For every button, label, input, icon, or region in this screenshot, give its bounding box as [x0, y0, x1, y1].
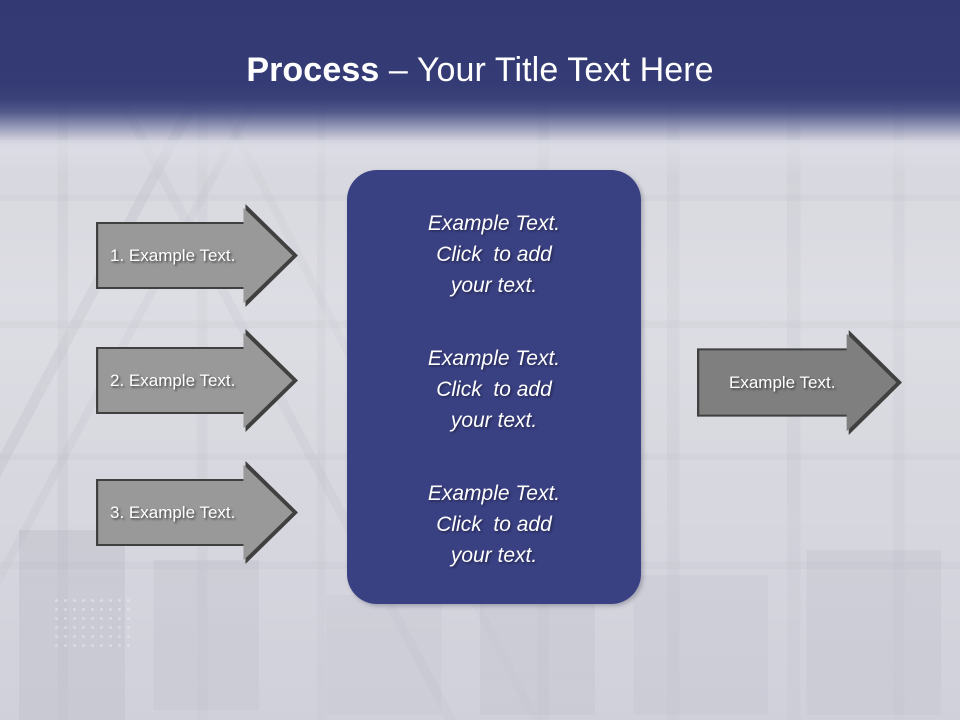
- center-panel-block-3[interactable]: Example Text. Click to add your text.: [347, 478, 641, 571]
- center-panel-block-3-line-3: your text.: [450, 544, 538, 567]
- step-arrow-1-label: 1. Example Text.: [110, 246, 236, 265]
- center-panel-block-3-line-2: Click to add: [436, 513, 552, 536]
- step-arrow-2[interactable]: 2. Example Text.: [96, 329, 298, 432]
- center-panel-block-1[interactable]: Example Text. Click to add your text.: [347, 208, 641, 301]
- page-title-rest: – Your Title Text Here: [379, 51, 714, 89]
- center-panel-block-2-line-2: Click to add: [436, 378, 552, 401]
- outcome-arrow[interactable]: Example Text.: [697, 330, 902, 435]
- center-panel-block-1-line-1: Example Text.: [427, 212, 561, 235]
- page-title-emphasis: Process: [246, 51, 380, 89]
- center-panel-block-3-line-1: Example Text.: [427, 482, 561, 505]
- step-arrow-2-label: 2. Example Text.: [110, 371, 236, 390]
- center-panel-block-1-line-2: Click to add: [436, 243, 552, 266]
- step-arrow-3-label: 3. Example Text.: [110, 503, 236, 522]
- step-arrow-1[interactable]: 1. Example Text.: [96, 204, 298, 307]
- center-panel-block-2[interactable]: Example Text. Click to add your text.: [347, 343, 641, 436]
- center-panel-block-2-line-1: Example Text.: [427, 347, 561, 370]
- header-band: Process – Your Title Text Here: [0, 0, 960, 145]
- center-panel-block-2-line-3: your text.: [450, 409, 538, 432]
- center-panel-block-1-line-3: your text.: [450, 274, 538, 297]
- center-process-panel[interactable]: Example Text. Click to add your text. Ex…: [347, 170, 641, 604]
- page-title: Process – Your Title Text Here: [0, 50, 960, 90]
- step-arrow-3[interactable]: 3. Example Text.: [96, 461, 298, 564]
- background-light-band: [0, 140, 960, 174]
- outcome-arrow-label: Example Text.: [729, 373, 836, 392]
